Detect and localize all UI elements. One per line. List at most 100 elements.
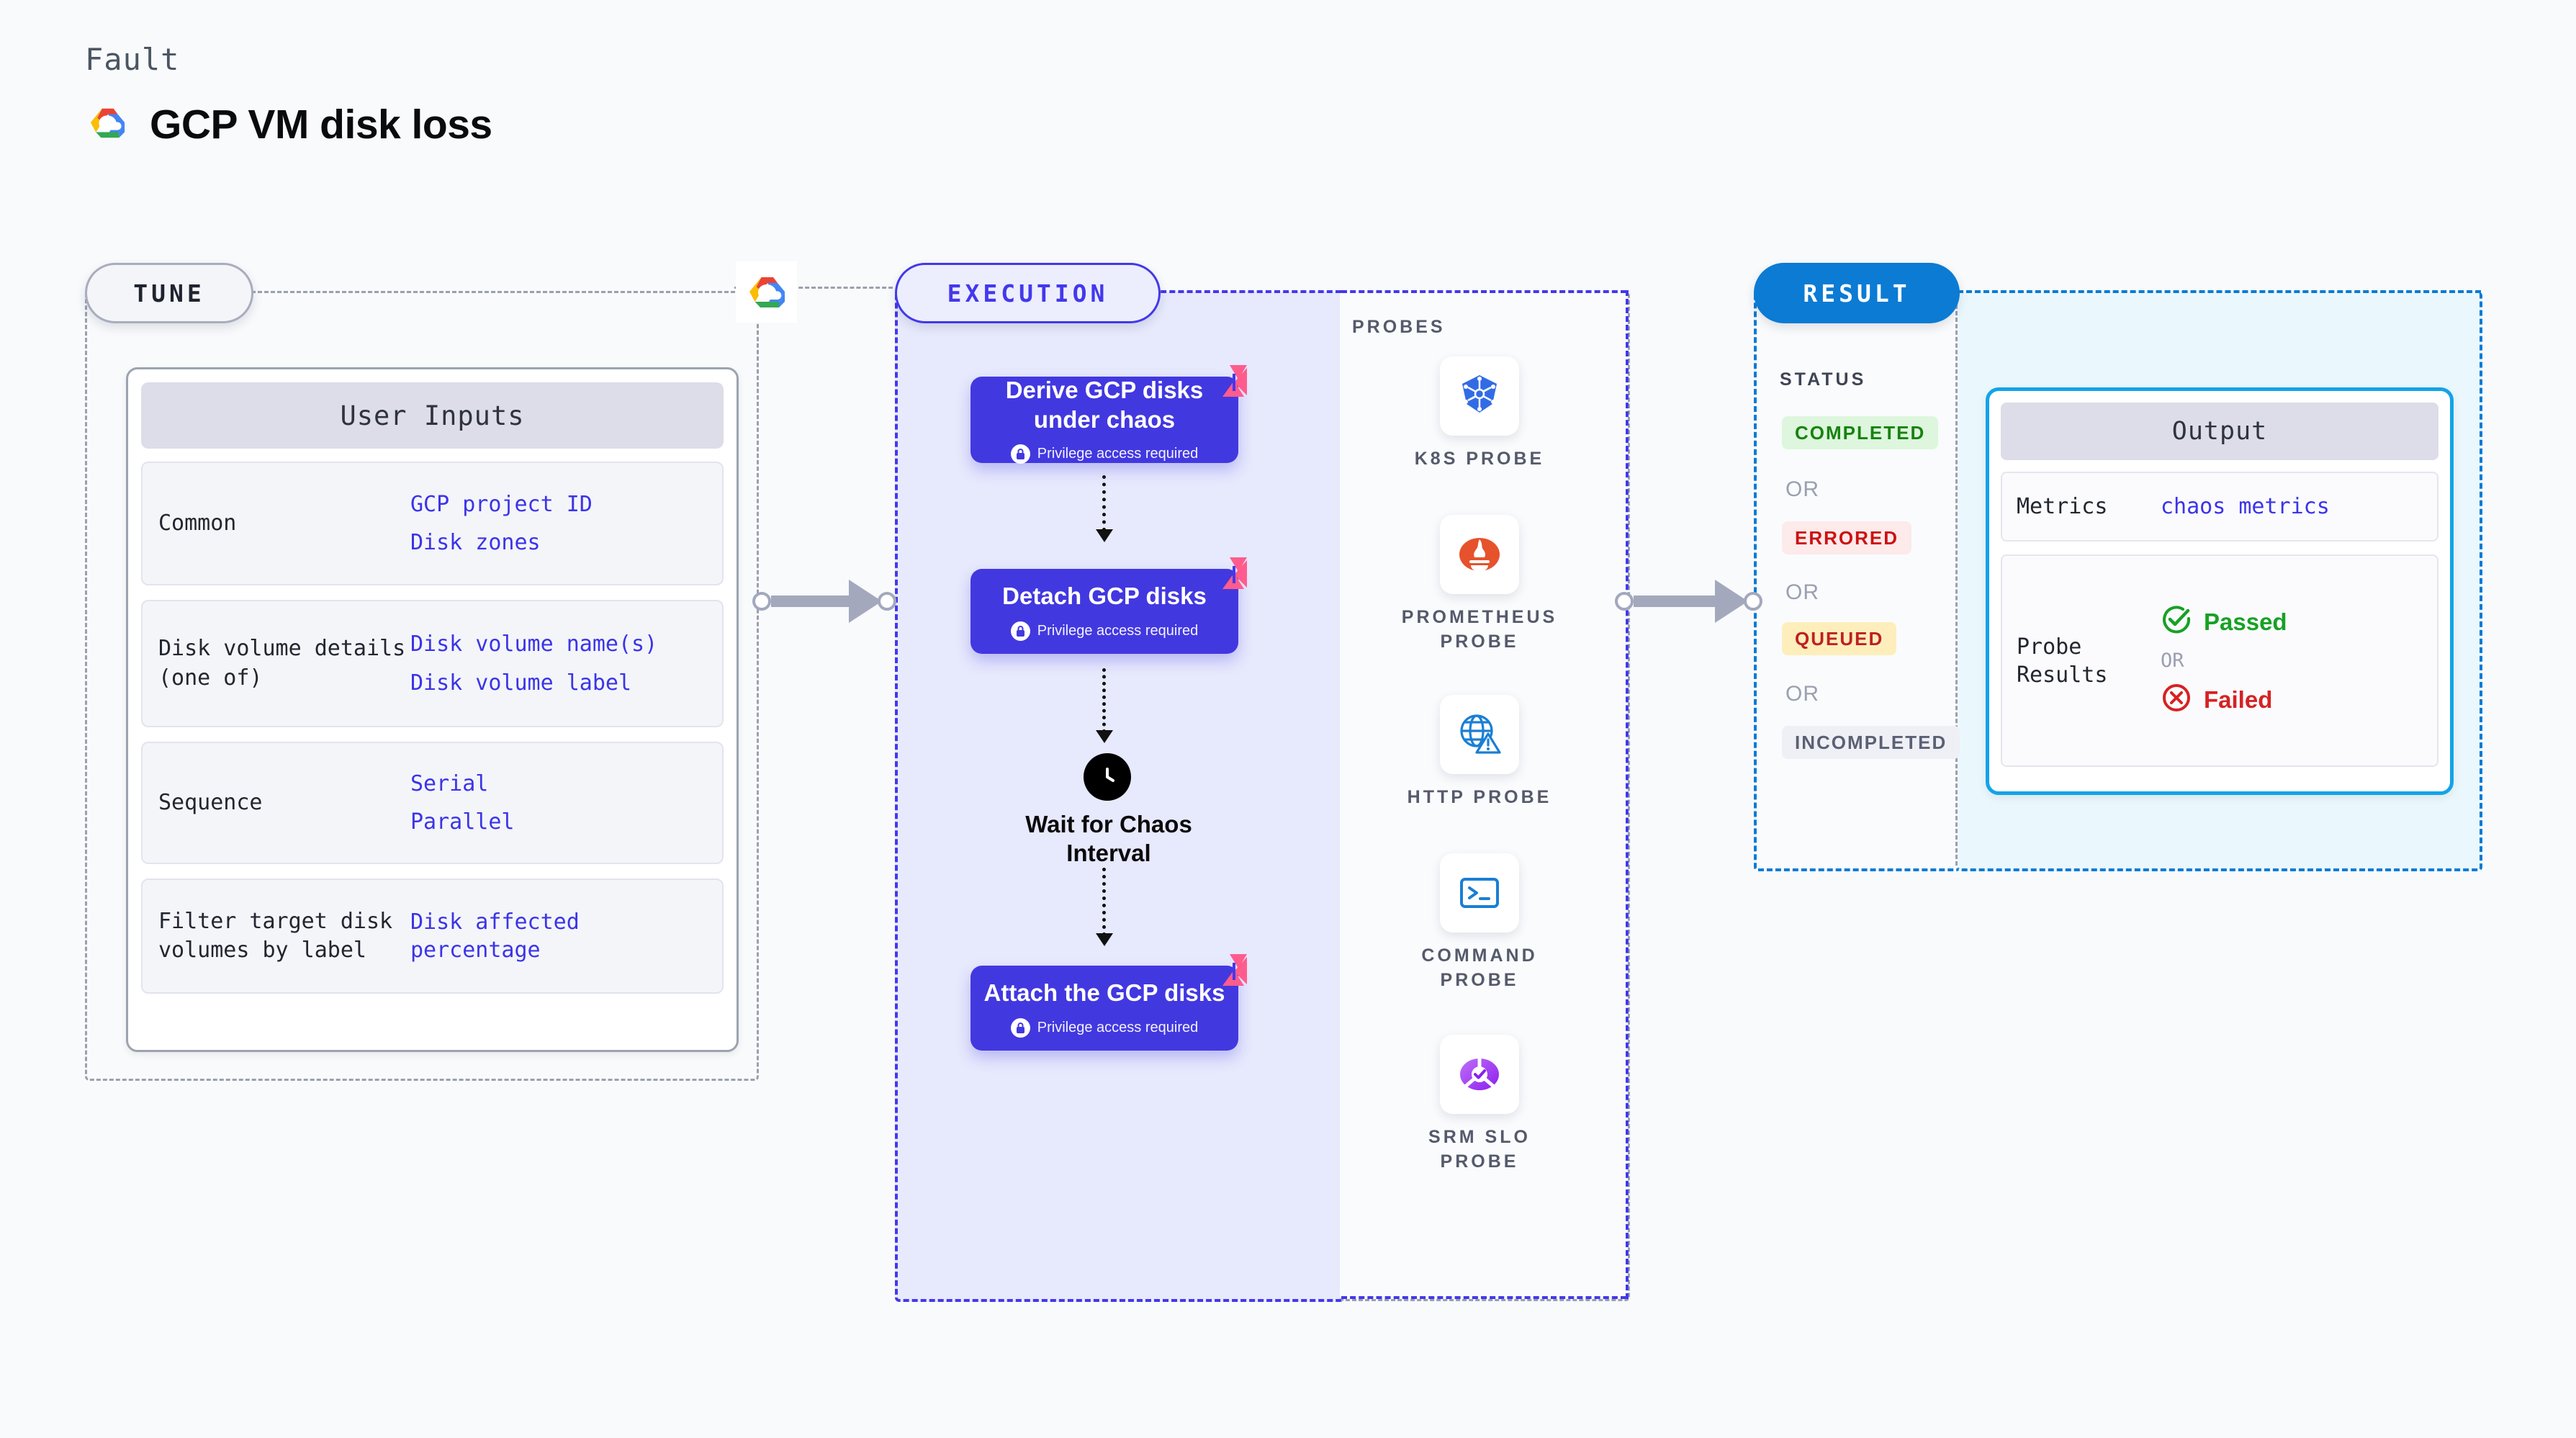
probe-label: COMMAND PROBE: [1421, 945, 1538, 990]
metrics-label: Metrics: [2017, 494, 2108, 519]
probes-panel-top-border: [1341, 290, 1626, 293]
user-input-value[interactable]: Disk affected percentage: [410, 909, 580, 963]
status-or-label: OR: [1785, 580, 1819, 604]
execution-panel-top-border: [1152, 290, 1341, 293]
flow-arrowhead-icon: [1096, 730, 1113, 743]
prometheus-icon: [1440, 515, 1519, 594]
user-input-value[interactable]: Disk volume label: [410, 670, 632, 696]
connector-bar: [771, 596, 850, 607]
table-row: Common GCP project ID Disk zones: [141, 462, 724, 585]
probe-label: HTTP PROBE: [1407, 787, 1552, 807]
table-row: Disk volume details (one of) Disk volume…: [141, 600, 724, 727]
status-badge-queued: QUEUED: [1782, 622, 1897, 655]
lock-icon: [1010, 621, 1030, 641]
lock-icon: [1010, 444, 1030, 464]
table-row: Metrics chaos metrics: [2001, 472, 2438, 542]
connector-arrowhead-icon: [849, 580, 882, 623]
user-input-label: Common: [158, 510, 237, 536]
connector-knob: [878, 592, 896, 611]
tune-gcp-connector-line: [734, 287, 893, 289]
table-row: Filter target disk volumes by label Disk…: [141, 878, 724, 994]
status-label: STATUS: [1780, 369, 1867, 390]
probe-results-label: Probe Results: [2017, 634, 2108, 688]
flow-arrowhead-icon: [1096, 529, 1113, 542]
privilege-note: Privilege access required: [1010, 1017, 1199, 1038]
user-input-label: Filter target disk volumes by label: [158, 908, 393, 963]
probe-item-k8s[interactable]: K8S PROBE: [1393, 356, 1566, 472]
execution-node-title: Attach the GCP disks: [983, 979, 1225, 1007]
result-section-label: RESULT: [1754, 263, 1960, 323]
privilege-note-text: Privilege access required: [1037, 622, 1199, 639]
connector-bar: [1634, 596, 1716, 607]
probe-item-prometheus[interactable]: PROMETHEUS PROBE: [1393, 515, 1566, 655]
probe-result-failed: Failed: [2161, 682, 2287, 717]
privilege-note: Privilege access required: [1010, 621, 1199, 641]
probe-item-srm-slo[interactable]: SRM SLO PROBE: [1393, 1035, 1566, 1174]
tune-panel-top-border: [245, 291, 755, 293]
result-panel: [1754, 292, 1960, 871]
probes-panel: [1340, 292, 1630, 1301]
page-title-row: GCP VM disk loss: [85, 101, 492, 148]
user-inputs-card: User Inputs Common GCP project ID Disk z…: [126, 367, 739, 1052]
privilege-note: Privilege access required: [1010, 444, 1198, 464]
probe-item-command[interactable]: COMMAND PROBE: [1393, 853, 1566, 993]
clock-icon: [1084, 753, 1131, 801]
user-input-label: Sequence: [158, 789, 263, 815]
probe-label: SRM SLO PROBE: [1428, 1127, 1531, 1172]
output-card-title: Output: [2001, 403, 2438, 460]
srm-slo-icon: [1440, 1035, 1519, 1114]
status-badge-completed: COMPLETED: [1782, 416, 1939, 449]
flow-connector-line: [1102, 868, 1106, 936]
table-row: Probe Results Passed OR: [2001, 554, 2438, 767]
connector-knob: [1744, 592, 1762, 611]
flow-connector-line: [1102, 475, 1106, 531]
output-card: Output Metrics chaos metrics Probe Resul…: [1986, 387, 2454, 795]
probes-panel-right-border: [1626, 290, 1631, 1299]
tune-section-label: TUNE: [85, 263, 253, 323]
connector-knob: [752, 592, 771, 611]
connector-knob: [1615, 592, 1634, 611]
gcp-logo-icon: [85, 104, 130, 145]
user-input-value[interactable]: Parallel: [410, 809, 515, 835]
output-panel-top-border: [1958, 290, 2481, 293]
http-globe-warning-icon: [1440, 695, 1519, 774]
page-title: GCP VM disk loss: [150, 102, 492, 148]
check-circle-icon: [2161, 604, 2192, 639]
page-eyebrow: Fault: [85, 42, 180, 77]
execution-node-title: Derive GCP disks under chaos: [1005, 377, 1204, 433]
terminal-icon: [1440, 853, 1519, 933]
flow-connector-line: [1102, 668, 1106, 733]
privilege-note-text: Privilege access required: [1037, 1019, 1199, 1035]
probes-section-label: PROBES: [1352, 317, 1446, 337]
lock-icon: [1010, 1017, 1030, 1038]
gcp-logo-icon-badge: [736, 261, 797, 323]
status-or-label: OR: [1785, 477, 1819, 501]
user-input-value[interactable]: Disk zones: [410, 530, 541, 555]
probe-result-or-label: OR: [2161, 650, 2184, 672]
status-or-label: OR: [1785, 682, 1819, 706]
probe-label: K8S PROBE: [1414, 449, 1545, 469]
user-input-value[interactable]: GCP project ID: [410, 491, 593, 517]
tune-panel: [85, 292, 759, 1081]
kubernetes-icon: [1440, 356, 1519, 436]
user-inputs-card-title: User Inputs: [141, 382, 724, 449]
status-badge-errored: ERRORED: [1782, 521, 1912, 554]
execution-node-attach-disks[interactable]: Attach the GCP disks Privilege access re…: [970, 954, 1247, 1051]
probe-item-http[interactable]: HTTP PROBE: [1393, 695, 1566, 810]
user-input-value[interactable]: Disk volume name(s): [410, 632, 658, 657]
execution-node-detach-disks[interactable]: Detach GCP disks Privilege access requir…: [970, 557, 1247, 654]
litmus-badge-icon: [1211, 364, 1248, 398]
probe-result-passed-text: Passed: [2204, 608, 2287, 635]
litmus-badge-icon: [1211, 556, 1248, 590]
execution-node-derive-disks[interactable]: Derive GCP disks under chaos Privilege a…: [970, 365, 1247, 464]
table-row: Sequence Serial Parallel: [141, 742, 724, 864]
connector-arrowhead-icon: [1715, 580, 1748, 623]
connector-execution-to-result: [1615, 580, 1766, 623]
user-input-value[interactable]: Serial: [410, 770, 489, 796]
wait-node-title: Wait for Chaos Interval: [1025, 811, 1192, 867]
user-input-label: Disk volume details (one of): [158, 636, 406, 691]
litmus-badge-icon: [1211, 953, 1248, 987]
probe-label: PROMETHEUS PROBE: [1401, 607, 1558, 652]
probes-panel-bottom-border: [1341, 1296, 1626, 1299]
metrics-value[interactable]: chaos metrics: [2161, 494, 2330, 519]
